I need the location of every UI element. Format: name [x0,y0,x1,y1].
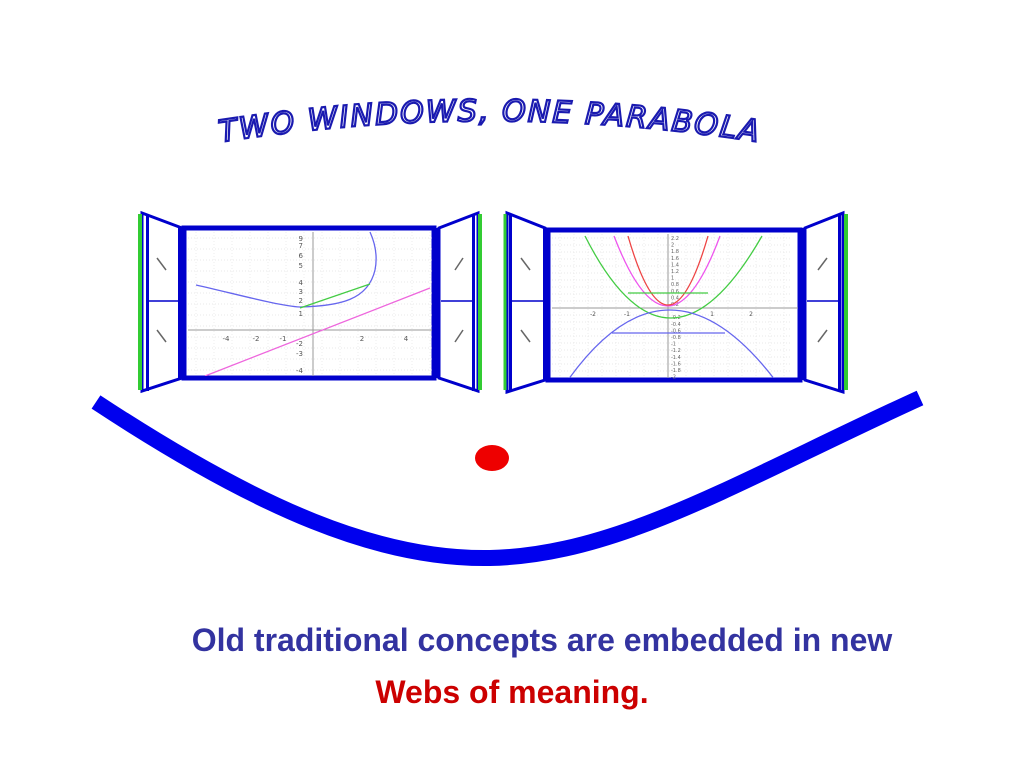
left-window-right-shutter [434,210,482,394]
x-tick-label: 2 [360,335,364,343]
y-tick-label: 1 [299,310,303,318]
right-graph-curves [568,235,775,378]
y-tick-label: 1.4 [671,262,679,268]
right-graph-grid [552,234,790,378]
x-tick-label: 4 [404,335,409,343]
y-tick-label: 7 [299,242,303,250]
y-tick-label: 3 [299,288,303,296]
y-tick-label: -0.6 [671,328,681,334]
right-curve-red [627,235,709,306]
x-tick-label: -1 [624,311,630,318]
y-tick-label: 1 [671,276,674,282]
red-dot [475,445,509,471]
y-tick-label: -1.6 [671,361,681,367]
y-tick-label: 2 [671,243,674,249]
y-tick-label: 1.6 [671,256,679,262]
y-tick-label: 0.8 [671,282,679,288]
x-tick-label: -4 [223,335,231,343]
left-line-pink [204,287,431,376]
slide-title: TWO WINDOWS, ONE PARABOLA [216,94,763,150]
y-tick-label: -0.8 [671,335,681,341]
y-tick-label: 2 [299,297,303,305]
x-tick-label: -2 [253,335,260,343]
y-tick-label: -4 [296,367,304,375]
y-tick-label: 9 [299,235,303,243]
x-tick-label: 2 [749,311,753,318]
title-text-path: TWO WINDOWS, ONE PARABOLA [215,93,762,151]
y-tick-label: 1.2 [671,269,679,275]
right-curve-pink [613,235,721,307]
y-tick-label: 5 [299,262,303,270]
y-tick-label: -2 [296,340,303,348]
right-window-right-shutter [800,210,848,395]
y-tick-label: 0.4 [671,295,679,301]
y-tick-label: -1.8 [671,368,681,374]
y-tick-label: 1.8 [671,249,679,255]
left-graph-curves [195,231,431,376]
y-tick-label: -3 [296,350,303,358]
y-tick-label: 2.2 [671,236,679,242]
caption-line-1: Old traditional concepts are embedded in… [191,622,893,658]
left-graph-grid [188,232,432,376]
y-tick-label: -2 [671,375,676,381]
right-curve-blue-down [568,309,775,378]
right-window-left-shutter [503,210,549,395]
x-tick-label: -1 [280,335,287,343]
left-window-left-shutter [138,210,184,394]
left-line-green [299,283,371,309]
y-tick-label: -0.4 [671,322,681,328]
left-curve-blue [195,231,377,308]
y-tick-label: -1 [671,342,676,348]
y-tick-label: 0.6 [671,289,679,295]
right-curve-green-wide [584,235,763,319]
caption-line-2: Webs of meaning. [375,674,649,710]
smile-parabola [91,390,924,567]
y-tick-label: 6 [299,252,304,260]
y-tick-label: 4 [299,279,304,287]
x-tick-label: -2 [590,311,596,318]
y-tick-label: -1.2 [671,348,681,354]
y-tick-label: -1.4 [671,355,681,361]
x-tick-label: 1 [710,311,714,318]
